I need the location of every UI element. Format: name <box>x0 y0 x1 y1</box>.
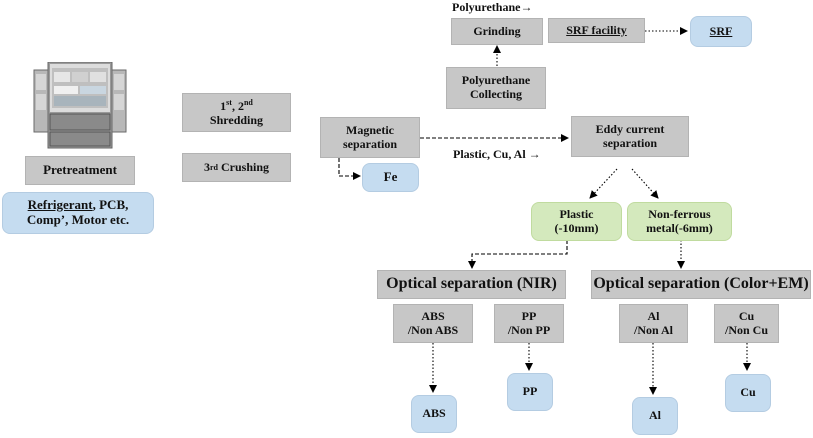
polyurethane-collecting-box: Polyurethane Collecting <box>446 67 546 109</box>
arrow-plastic-to-nir <box>468 240 568 269</box>
magnetic-separation-box: Magnetic separation <box>320 117 420 158</box>
abs-sort-box: ABS /Non ABS <box>393 304 473 343</box>
polyurethane-arrow-label: Polyurethane→ <box>452 0 533 14</box>
abs-output-box: ABS <box>411 395 457 433</box>
arrow-eddy-to-nonferrous <box>631 168 659 199</box>
refrigerator-image <box>33 62 127 149</box>
optical-separation-color-em-box: Optical separation (Color+EM) <box>591 270 811 299</box>
al-sort-box: Al /Non Al <box>619 304 688 343</box>
arrow-eddy-to-plastic <box>589 168 618 199</box>
shredding-box: 1st, 2nd Shredding <box>182 93 291 132</box>
srf-facility-box: SRF facility <box>548 18 645 43</box>
plastic-cu-al-arrow-label: Plastic, Cu, Al → <box>453 147 541 161</box>
pretreatment-items-box: Refrigerant, PCB, Comp’, Motor etc. <box>2 192 154 234</box>
fe-output-box: Fe <box>362 163 419 192</box>
pp-output-box: PP <box>507 373 553 411</box>
arrow-magnetic-to-fe <box>338 158 361 180</box>
shredding-line1: 1st, 2nd <box>220 97 253 113</box>
nonferrous-fraction-box: Non-ferrous metal(-6mm) <box>627 202 732 241</box>
srf-output-box: SRF <box>690 16 752 47</box>
eddy-current-separation-box: Eddy current separation <box>571 116 689 157</box>
shredding-line2: Shredding <box>209 112 264 127</box>
optical-separation-nir-box: Optical separation (NIR) <box>377 270 566 299</box>
pretreatment-items-line2: Comp’, Motor etc. <box>26 212 130 227</box>
al-output-box: Al <box>632 397 678 435</box>
pretreatment-box: Pretreatment <box>25 156 135 185</box>
pp-sort-box: PP /Non PP <box>494 304 564 343</box>
cu-sort-box: Cu /Non Cu <box>714 304 779 343</box>
cu-output-box: Cu <box>725 374 771 412</box>
grinding-box: Grinding <box>451 18 543 45</box>
plastic-fraction-box: Plastic (-10mm) <box>531 202 622 241</box>
pretreatment-items-line1: Refrigerant, PCB, <box>27 197 129 213</box>
